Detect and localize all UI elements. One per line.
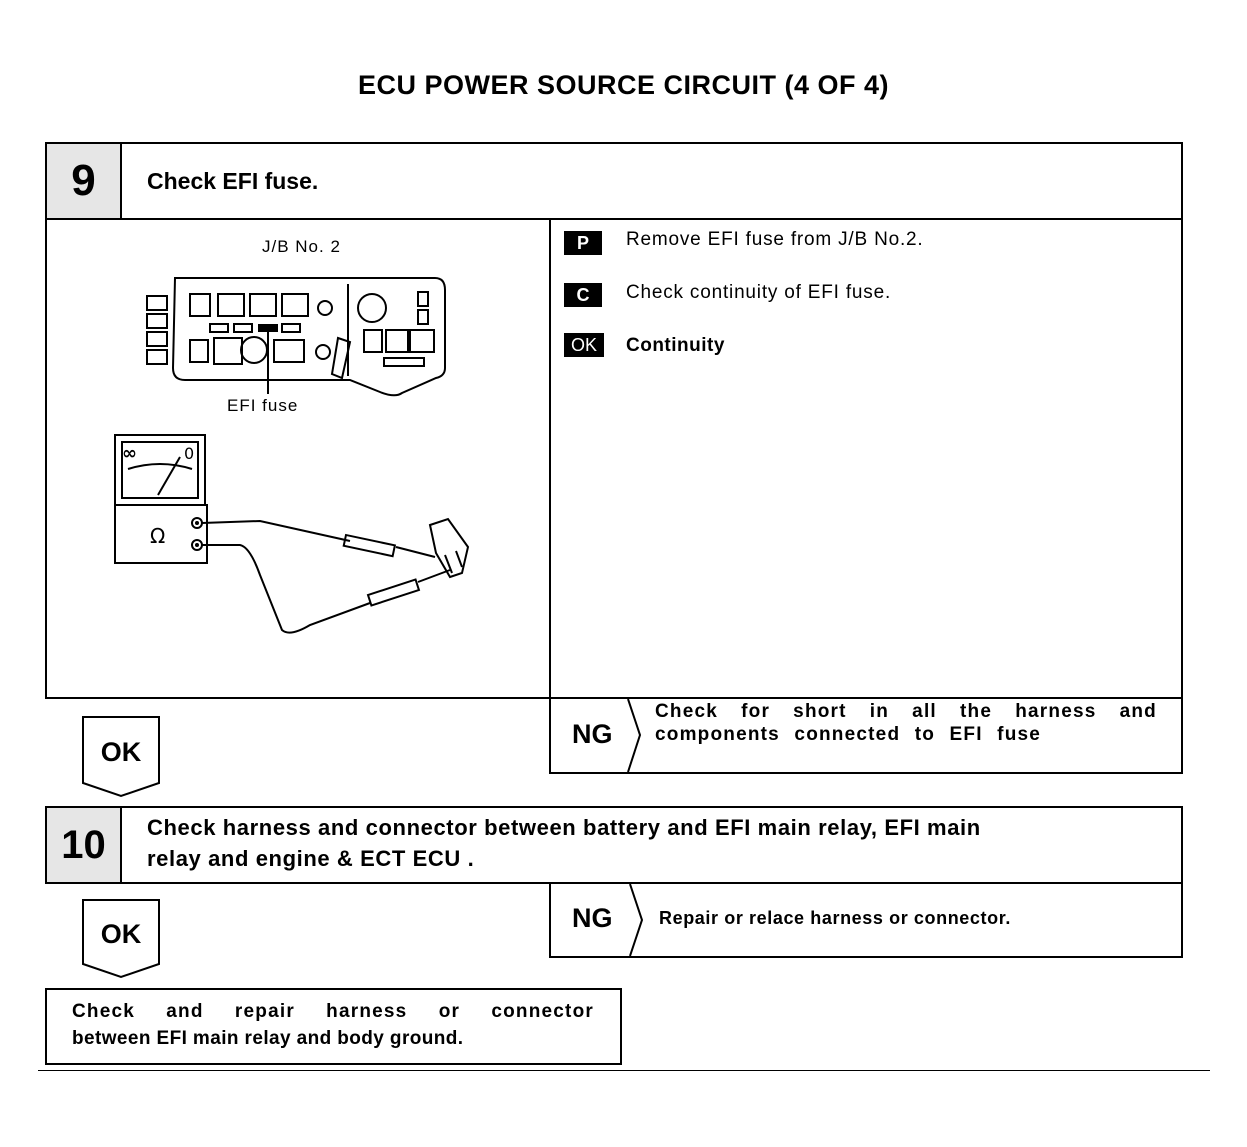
instruction-check-continuity: Check continuity of EFI fuse.: [626, 282, 892, 303]
meter-terminal-bottom-dot: [195, 543, 199, 547]
ohmmeter-diagram: ∞ 0 Ω: [114, 434, 470, 634]
meter-face: [121, 441, 199, 499]
instruction-ok-result: Continuity: [626, 335, 725, 356]
probe-2: [366, 578, 421, 607]
jb-fuse-right-2: [417, 309, 429, 325]
efi-fuse-leg-1: [444, 554, 453, 574]
jb-relay-round-right: [357, 293, 387, 323]
bottom-rule: [38, 1070, 1210, 1071]
meter-zero-mark: 0: [184, 444, 194, 463]
step-9-ng-text-line1: Check for short in all the harness and: [655, 701, 1157, 722]
jb-relay-3: [249, 293, 277, 317]
jb-side-fuse-3: [146, 331, 168, 347]
jb-mini-fuse-3: [281, 323, 301, 333]
jb-relay-2: [217, 293, 245, 317]
step-9-ng-label: NG: [572, 719, 613, 749]
step-9-header-divider: [45, 218, 1183, 220]
jb-bolt-bottom: [315, 344, 331, 360]
test-lead-1: [201, 519, 351, 542]
jb-relay-1: [189, 293, 211, 317]
step-9-number: 9: [47, 144, 122, 218]
step-10-ok-label: OK: [100, 919, 142, 949]
efi-fuse-mark: [258, 324, 278, 332]
step-10-ok-arrow: [82, 899, 160, 979]
jb-mini-fuse-2: [233, 323, 253, 333]
step-10-number: 10: [47, 808, 122, 882]
step-9-ng-text-line2: components connected to EFI fuse: [655, 724, 1042, 745]
test-lead-2: [202, 544, 371, 634]
step-9-column-divider: [549, 218, 551, 774]
jb-mini-fuse-1: [209, 323, 229, 333]
junction-block-diagram: [146, 277, 446, 397]
meter-terminal-top-dot: [195, 521, 199, 525]
meter-body: [114, 504, 208, 564]
tag-ok: OK: [564, 333, 604, 357]
efi-fuse-leg-2: [455, 550, 463, 568]
step-10-number-text: 10: [61, 822, 106, 867]
jb-side-fuse-4: [146, 349, 168, 365]
probe-1-tip: [395, 546, 436, 558]
step-9-ng-divider: [627, 699, 642, 772]
meter-infinity-mark: ∞: [122, 443, 137, 464]
tag-p: P: [564, 231, 602, 255]
efi-fuse-body: [428, 517, 470, 579]
step-9-ok-arrow: [82, 716, 160, 798]
jb-bolt-top: [317, 300, 333, 316]
jb-mini-fuse-right: [383, 357, 425, 367]
jb-relay-right-3: [409, 329, 435, 353]
tag-c: C: [564, 283, 602, 307]
instruction-remove-fuse: Remove EFI fuse from J/B No.2.: [626, 229, 924, 250]
step-10-title-line1: Check harness and connector between batt…: [147, 815, 981, 840]
jb-outline: [171, 277, 446, 397]
jb-label: J/B No. 2: [262, 237, 341, 256]
final-action-box: [45, 988, 622, 1065]
meter-needle: [157, 456, 181, 496]
step-9-number-text: 9: [71, 156, 96, 205]
ohm-symbol: Ω: [150, 524, 165, 548]
step-9-ok-label: OK: [100, 737, 142, 767]
jb-fuse-right-1: [417, 291, 429, 307]
step-9-title: Check EFI fuse.: [147, 168, 319, 194]
jb-round-relay: [240, 336, 268, 364]
step-10-title-line2: relay and engine & ECT ECU .: [147, 846, 475, 871]
jb-relay-right-2: [385, 329, 409, 353]
meter-scale-arc: [127, 463, 193, 470]
jb-relay-7: [273, 339, 305, 363]
step-9-ng-box: [549, 697, 1183, 774]
final-action-line2: between EFI main relay and body ground.: [72, 1028, 464, 1049]
jb-relay-5: [189, 339, 209, 363]
jb-relay-6: [213, 337, 243, 365]
page-title: ECU POWER SOURCE CIRCUIT (4 OF 4): [357, 70, 890, 100]
step-10-ng-divider: [629, 884, 644, 956]
efi-fuse-label: EFI fuse: [227, 396, 299, 415]
jb-side-fuse-2: [146, 313, 168, 329]
step-10-ng-box: [549, 882, 1183, 958]
step-10-ng-text: Repair or relace harness or connector.: [659, 908, 1011, 928]
probe-1: [342, 533, 397, 558]
jb-relay-4: [281, 293, 309, 317]
jb-side-fuse-1: [146, 295, 168, 311]
probe-2-tip: [417, 569, 451, 583]
step-10-ng-label: NG: [572, 903, 613, 933]
final-action-line1: Check and repair harness or connector: [72, 1001, 594, 1022]
jb-relay-right-1: [363, 329, 383, 353]
jb-harness-clip: [330, 336, 352, 380]
